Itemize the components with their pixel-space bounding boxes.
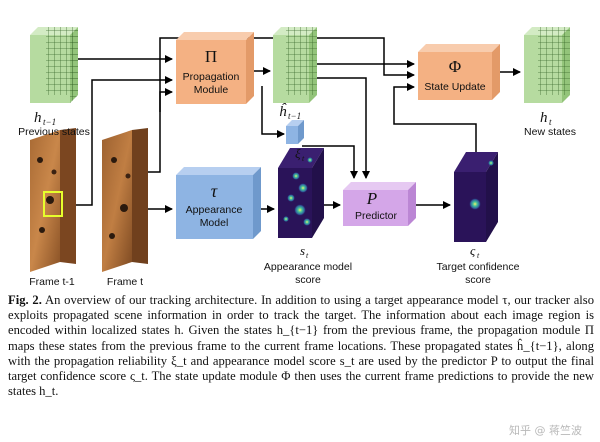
caption-text: An overview of our tracking architecture… <box>8 293 594 399</box>
arrow-hhat-to-predictor <box>316 77 370 179</box>
state-cube-new <box>524 27 570 103</box>
h-t-symbol: h <box>540 110 548 126</box>
appearance-label-2: Model <box>200 217 229 229</box>
reliability-cube <box>286 120 304 144</box>
varsigma-subscript: t <box>477 251 480 260</box>
arrow-frame-prev-to-propagation <box>76 76 173 206</box>
appearance-score-label-1: Appearance model <box>264 261 352 273</box>
figure-number: Fig. 2. <box>8 293 42 307</box>
appearance-score-label-2: score <box>295 274 321 286</box>
architecture-diagram: Π Propagation Module Φ State Update τ Ap… <box>18 27 576 288</box>
h-hat-subscript: t−1 <box>288 111 301 121</box>
target-confidence-heatmap <box>454 152 498 242</box>
frame-t-label: Frame t <box>107 276 143 288</box>
propagation-module: Π Propagation Module <box>176 32 254 104</box>
predictor-module: P Predictor <box>343 182 416 226</box>
predictor-symbol: P <box>366 189 377 208</box>
target-confidence-label-2: score <box>465 274 491 286</box>
previous-states-label: Previous states <box>18 126 90 138</box>
watermark: 知乎 @ 蒋竺波 <box>509 424 582 437</box>
predictor-label: Predictor <box>355 210 398 222</box>
appearance-symbol: τ <box>211 181 218 201</box>
target-bounding-box <box>43 191 63 217</box>
state-cube-prev <box>30 27 78 103</box>
h-prev-subscript: t−1 <box>43 117 56 127</box>
h-t-subscript: t <box>549 117 552 127</box>
s-subscript: t <box>306 251 309 260</box>
arrow-frame-t-to-stateupdate <box>159 37 415 112</box>
xi-subscript: t <box>302 154 305 163</box>
appearance-label-1: Appearance <box>186 204 243 216</box>
appearance-score-heatmap <box>278 148 324 238</box>
varsigma-symbol: ς <box>470 243 476 258</box>
state-update-module: Φ State Update <box>418 44 500 100</box>
frame-t-image <box>102 128 148 272</box>
h-hat-symbol: ĥ <box>279 103 287 120</box>
propagation-label-2: Module <box>194 84 229 96</box>
propagation-symbol: Π <box>205 47 217 66</box>
state-update-label: State Update <box>424 81 485 93</box>
connections <box>76 37 521 213</box>
frame-prev-label: Frame t-1 <box>29 276 75 288</box>
h-prev-symbol: h <box>34 110 42 126</box>
appearance-module: τ Appearance Model <box>176 167 261 239</box>
state-update-symbol: Φ <box>449 57 461 76</box>
arrow-frame-t-to-propagation <box>147 88 173 173</box>
figure-caption: Fig. 2. An overview of our tracking arch… <box>8 293 594 399</box>
arrow-propagation-to-xi <box>261 86 285 138</box>
state-cube-hhat <box>273 27 317 103</box>
arrow-xi-to-predictor <box>302 145 358 179</box>
propagation-label-1: Propagation <box>183 71 240 83</box>
arrow-confidence-to-stateupdate <box>393 83 477 155</box>
s-symbol: s <box>300 243 305 258</box>
new-states-label: New states <box>524 126 576 138</box>
frame-prev-image <box>30 128 76 272</box>
target-confidence-label-1: Target confidence <box>437 261 520 273</box>
xi-symbol: ξ <box>295 146 301 161</box>
